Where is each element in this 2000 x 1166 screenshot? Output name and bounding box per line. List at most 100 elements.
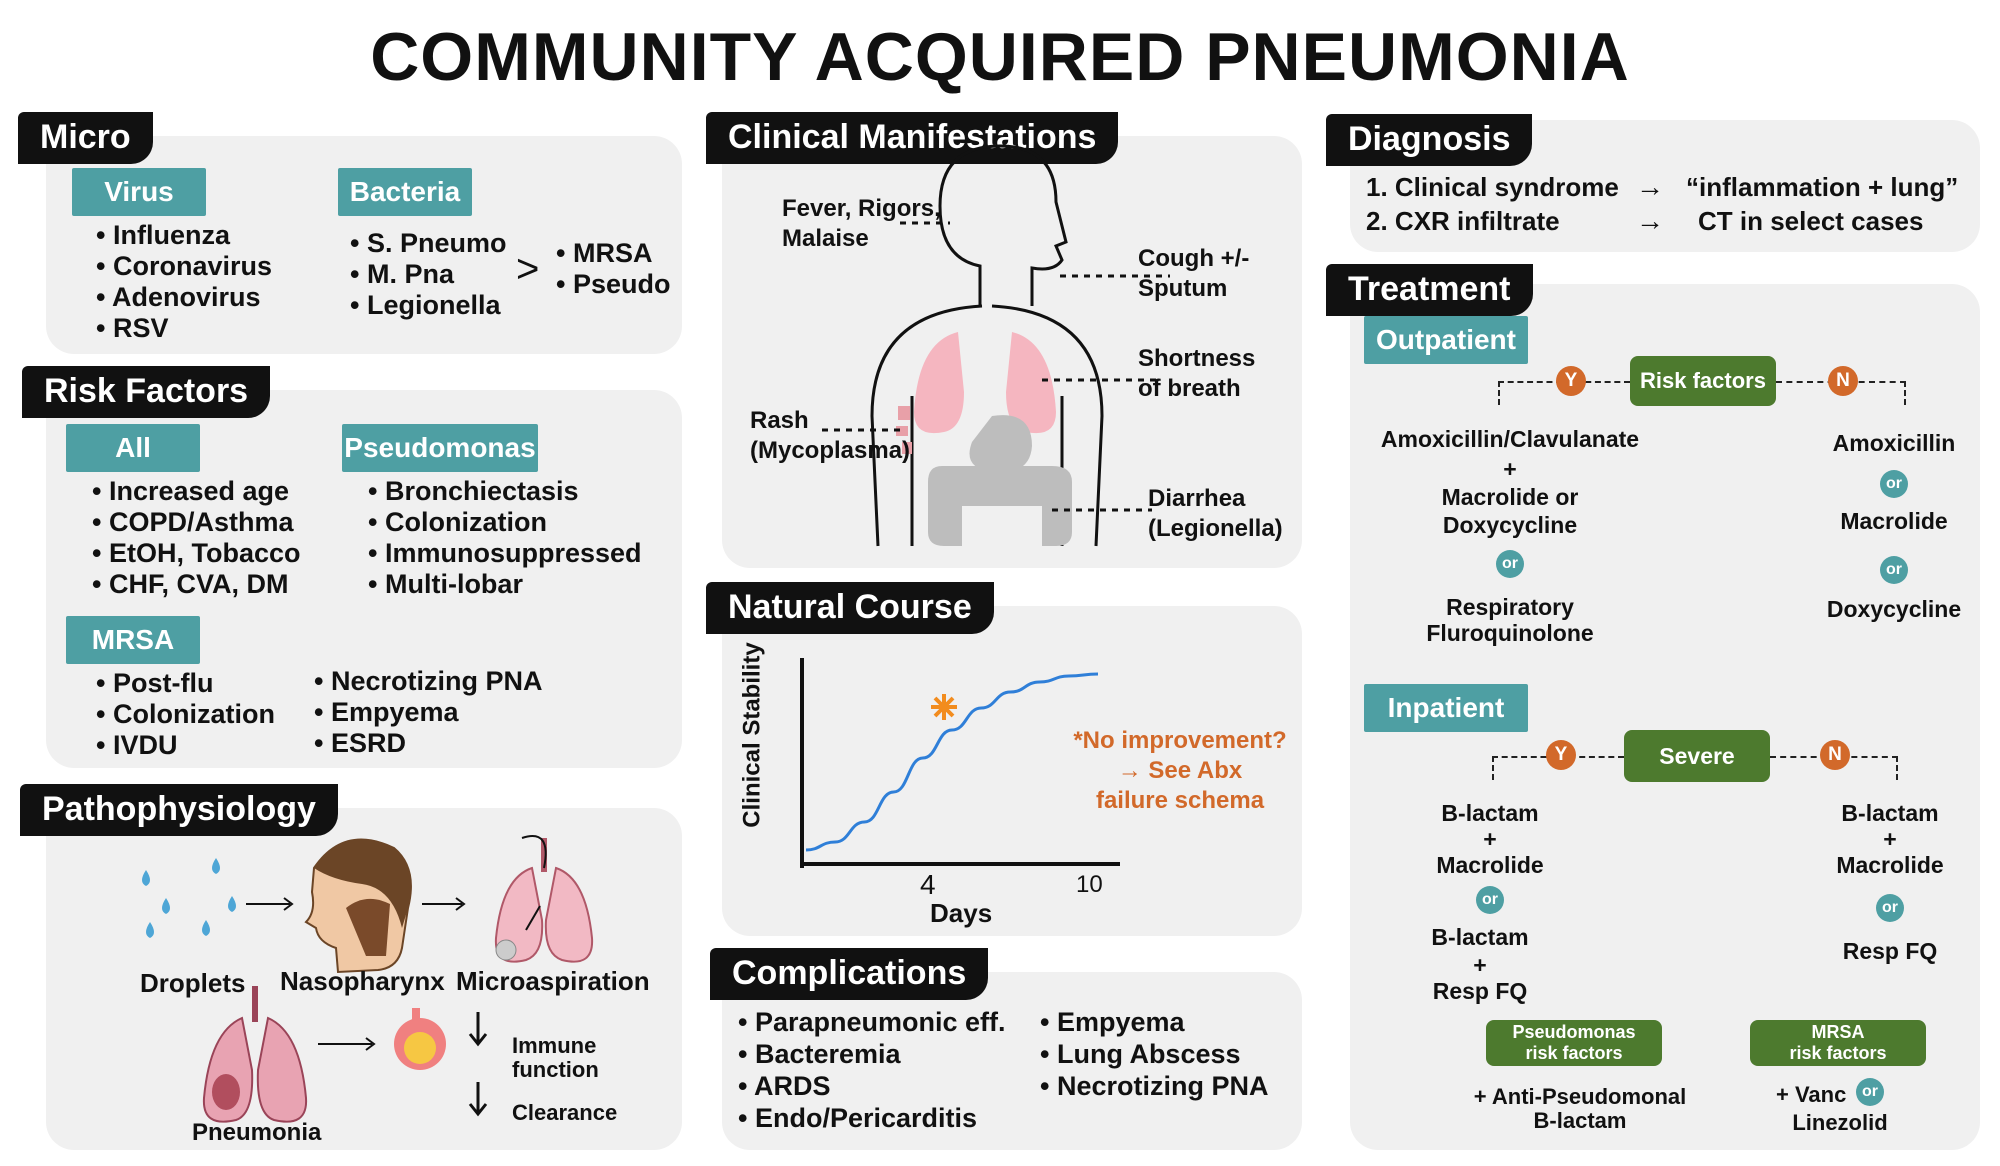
greater-than-symbol: > — [516, 247, 540, 291]
see-abx-note: → See Abx — [1117, 757, 1243, 784]
list-item: Influenza — [96, 220, 272, 251]
diagnosis-row2-left: 2. CXR infiltrate — [1366, 206, 1560, 236]
in-no-plus: + — [1883, 826, 1897, 852]
list-item: ARDS — [738, 1070, 1006, 1102]
diagnosis-row1-left: 1. Clinical syndrome — [1366, 172, 1619, 202]
list-item: Empyema — [1040, 1006, 1269, 1038]
risk-factors-box: Risk factors — [1630, 356, 1776, 406]
virus-list: Influenza Coronavirus Adenovirus RSV — [96, 220, 272, 344]
bacteria-tag: Bacteria — [338, 168, 472, 216]
list-item: IVDU — [96, 730, 275, 761]
list-item: Colonization — [96, 699, 275, 730]
microaspiration-label: Microaspiration — [456, 966, 650, 996]
micro-header: Micro — [18, 112, 153, 164]
lungs-icon — [914, 332, 1056, 434]
pseudomonas-risk-line-1: Pseudomonas — [1512, 1022, 1636, 1042]
pneumonia-lungs-icon — [202, 986, 308, 1123]
list-item: Immunosuppressed — [368, 538, 642, 569]
patho-illustration — [142, 835, 594, 1123]
list-item: Coronavirus — [96, 251, 272, 282]
inpatient-tag: Inpatient — [1364, 684, 1528, 732]
pseudomonas-risk-line-2: risk factors — [1525, 1043, 1623, 1063]
x-tick-4: 4 — [920, 869, 936, 900]
gi-tract-icon — [928, 415, 1072, 546]
connector — [1896, 756, 1898, 780]
mrsa-risk-list-left: Post-flu Colonization IVDU — [96, 668, 275, 761]
x-tick-10: 10 — [1076, 871, 1103, 898]
out-yes-drug-4: Respiratory — [1446, 594, 1574, 620]
pseudomonas-risk-list: Bronchiectasis Colonization Immunosuppre… — [368, 476, 642, 600]
all-tag: All — [66, 424, 200, 472]
in-yes-plus-2: + — [1473, 952, 1487, 978]
droplets-label: Droplets — [140, 968, 246, 998]
mrsa-tag: MRSA — [66, 616, 200, 664]
mrsa-risk-box: MRSA risk factors — [1750, 1020, 1926, 1066]
list-item: Necrotizing PNA — [1040, 1070, 1269, 1102]
list-item: COPD/Asthma — [92, 507, 301, 538]
connector — [1904, 381, 1906, 405]
virus-tag: Virus — [72, 168, 206, 216]
list-item: Lung Abscess — [1040, 1038, 1269, 1070]
complications-list-right: Empyema Lung Abscess Necrotizing PNA — [1040, 1006, 1269, 1102]
list-item: Empyema — [314, 697, 543, 728]
list-item: Endo/Pericarditis — [738, 1102, 1006, 1134]
or-badge: or — [1476, 886, 1504, 914]
anti-pseudomonal-line-1: + Anti-Pseudomonal — [1473, 1084, 1687, 1109]
list-item: Adenovirus — [96, 282, 272, 313]
diagnosis-row2-arrow: → — [1636, 205, 1664, 236]
out-yes-drug-3: Doxycycline — [1442, 512, 1578, 538]
yes-badge: Y — [1556, 366, 1586, 396]
or-badge: or — [1876, 894, 1904, 922]
treatment-header: Treatment — [1326, 264, 1533, 316]
mrsa-risk-line-1: MRSA — [1811, 1022, 1865, 1042]
out-no-drug-1: Amoxicillin — [1832, 430, 1956, 456]
list-item: Colonization — [368, 507, 642, 538]
body-illustration — [822, 144, 1170, 547]
linezolid-label: Linezolid — [1792, 1110, 1888, 1135]
connector — [1492, 756, 1494, 780]
in-yes-drug-2: Macrolide — [1436, 852, 1544, 878]
list-item: Legionella — [350, 290, 507, 321]
page-title: COMMUNITY ACQUIRED PNEUMONIA — [370, 19, 1630, 95]
severe-box: Severe — [1624, 730, 1770, 782]
no-improvement-note: *No improvement? — [1073, 727, 1287, 754]
out-no-drug-3: Doxycycline — [1826, 596, 1962, 622]
y-axis-label: Clinical Stability — [738, 642, 766, 828]
list-item: Bronchiectasis — [368, 476, 642, 507]
out-yes-drug-1: Amoxicillin/Clavulanate — [1380, 426, 1640, 452]
x-axis-label: Days — [930, 898, 993, 928]
rash-icon — [896, 406, 912, 454]
out-yes-drug-5: Fluroquinolone — [1426, 620, 1594, 646]
diagnosis-header: Diagnosis — [1326, 114, 1533, 166]
nasopharynx-icon — [304, 838, 412, 974]
immune-function-label: Immune function — [512, 1033, 599, 1082]
droplets-icon — [142, 858, 236, 938]
in-yes-plus: + — [1483, 826, 1497, 852]
mrsa-risk-line-2: risk factors — [1789, 1043, 1887, 1063]
list-item: Necrotizing PNA — [314, 666, 543, 697]
outpatient-tag: Outpatient — [1364, 316, 1528, 364]
complications-header: Complications — [710, 948, 989, 1000]
alveoli-icon — [394, 1008, 446, 1070]
all-risk-list: Increased age COPD/Asthma EtOH, Tobacco … — [92, 476, 301, 600]
list-item: RSV — [96, 313, 272, 344]
connector — [1498, 381, 1500, 405]
out-no-drug-2: Macrolide — [1840, 508, 1948, 534]
course-panel — [722, 606, 1302, 936]
or-badge: or — [1856, 1078, 1884, 1106]
list-item: MRSA — [556, 238, 671, 269]
or-badge: or — [1496, 550, 1524, 578]
failure-schema-note: failure schema — [1095, 787, 1265, 814]
in-no-drug-2: Macrolide — [1836, 852, 1944, 878]
list-item: S. Pneumo — [350, 228, 507, 259]
anti-pseudomonal-line-2: B-lactam — [1533, 1108, 1627, 1133]
other-bacteria-list: MRSA Pseudo — [556, 238, 671, 300]
diarrhea-label: Diarrhea (Legionella) — [1148, 485, 1283, 542]
nasopharynx-label: Nasopharynx — [280, 966, 445, 996]
patho-header: Pathophysiology — [20, 784, 338, 836]
diagnosis-row2-right: CT in select cases — [1698, 206, 1924, 236]
course-header: Natural Course — [706, 582, 994, 634]
course-chart — [800, 658, 1120, 868]
list-item: M. Pna — [350, 259, 507, 290]
stability-curve — [805, 672, 1099, 852]
